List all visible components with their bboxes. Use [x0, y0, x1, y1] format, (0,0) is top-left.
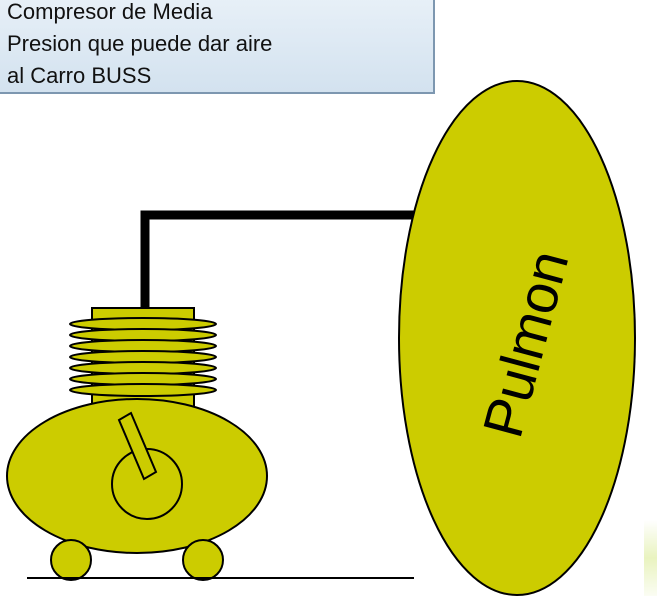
air-pipe [140, 210, 420, 310]
connecting-rod [117, 411, 158, 481]
left-wheel [50, 539, 92, 581]
right-wheel [182, 539, 224, 581]
cooling-fin [69, 383, 217, 397]
caption-box: Compresor de Media Presion que puede dar… [0, 0, 435, 94]
caption-line-3: al Carro BUSS [7, 63, 152, 88]
caption-line-2: Presion que puede dar aire [7, 31, 273, 56]
cooling-fins [69, 317, 217, 397]
caption-line-1: Compresor de Media [7, 0, 213, 24]
air-tank-pulmon [398, 80, 636, 596]
edge-smudge [644, 520, 657, 596]
